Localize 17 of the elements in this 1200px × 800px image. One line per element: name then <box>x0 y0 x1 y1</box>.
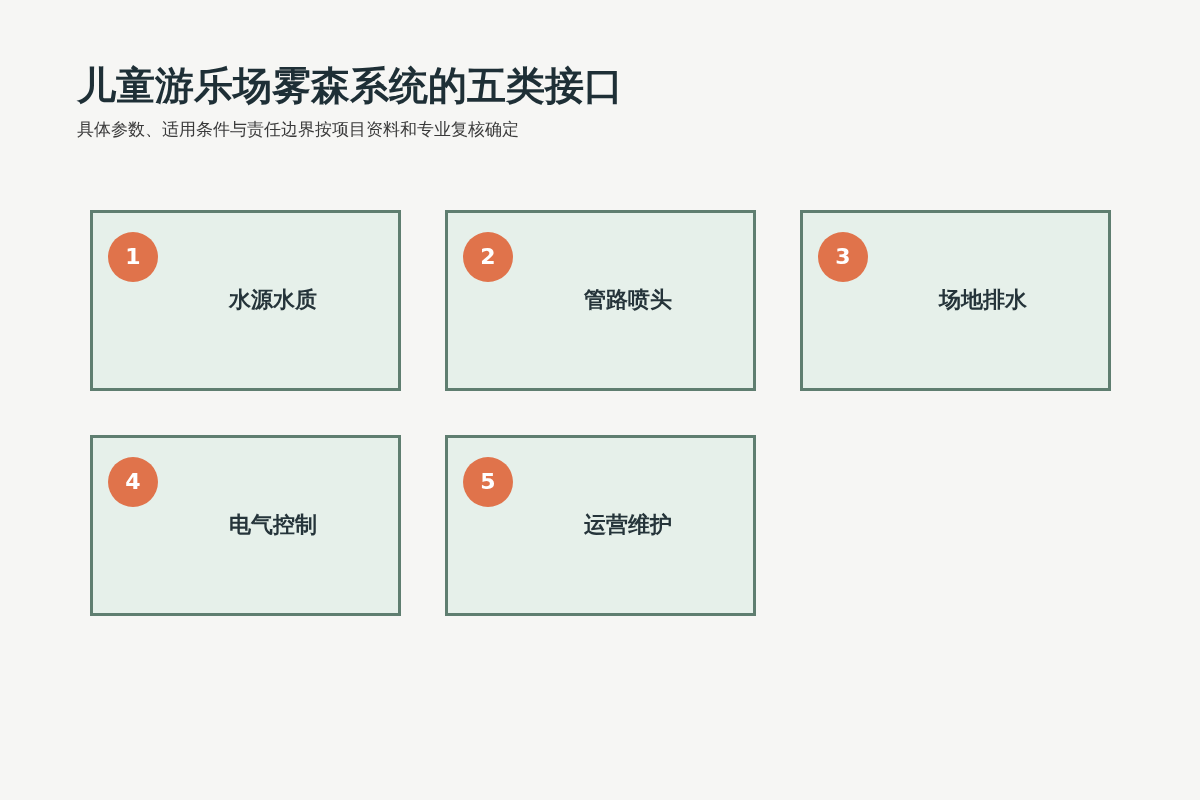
interface-card <box>445 210 756 391</box>
subtitle: 具体参数、适用条件与责任边界按项目资料和专业复核确定 <box>77 118 519 140</box>
card-title: 场地排水 <box>937 286 1028 314</box>
card-title: 水源水质 <box>227 286 318 314</box>
interface-card <box>800 210 1111 391</box>
number-circle: 3 <box>818 232 868 282</box>
number-circle: 4 <box>108 457 158 507</box>
interface-card <box>90 435 401 616</box>
number-circle: 1 <box>108 232 158 282</box>
card-title: 运营维护 <box>583 511 673 539</box>
title: 儿童游乐场雾森系统的五类接口 <box>77 62 623 110</box>
card-title: 管路喷头 <box>583 286 673 314</box>
number-circle: 5 <box>463 457 513 507</box>
card-title: 电气控制 <box>228 511 318 539</box>
interface-card <box>90 210 401 391</box>
interface-card <box>445 435 756 616</box>
number-circle: 2 <box>463 232 513 282</box>
